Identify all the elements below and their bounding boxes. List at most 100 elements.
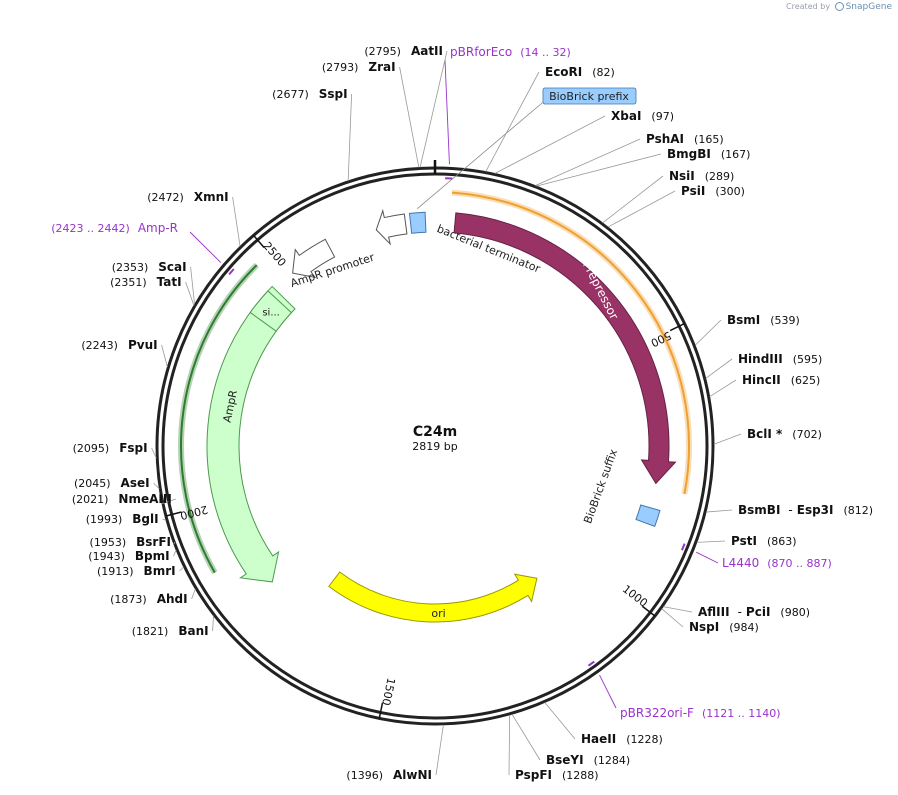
site-leader-ahdi xyxy=(191,588,196,600)
site-haeii[interactable]: HaeII(1228) xyxy=(544,702,663,746)
tick-1000 xyxy=(641,605,656,617)
site-ahdi[interactable]: (1873)AhdI xyxy=(110,588,196,606)
feature-ori[interactable] xyxy=(328,571,538,623)
site-tati[interactable]: (2351)TatI xyxy=(110,275,195,306)
site-label-pshai: PshAI(165) xyxy=(646,132,724,146)
site-label-tati: (2351)TatI xyxy=(110,275,182,289)
site-label-sspi: (2677)SspI xyxy=(272,87,347,101)
credit-prefix: Created by xyxy=(786,2,831,11)
site-pshai[interactable]: PshAI(165) xyxy=(535,132,724,187)
site-pvui[interactable]: (2243)PvuI xyxy=(81,338,168,368)
site-bcli[interactable]: BclI *(702) xyxy=(713,427,822,445)
site-hincii[interactable]: HincII(625) xyxy=(709,373,821,398)
site-pspfi[interactable]: PspFI(1288) xyxy=(508,714,599,782)
site-label-ahdi: (1873)AhdI xyxy=(110,592,187,606)
site-bmgbi[interactable]: BmgBI(167) xyxy=(536,147,750,187)
site-afliii[interactable]: AflIII-PciI(980) xyxy=(663,605,810,619)
site-bani[interactable]: (1821)BanI xyxy=(132,615,214,638)
site-leader-bseyi xyxy=(511,713,541,761)
site-label-asei: (2045)AseI xyxy=(74,476,150,490)
primer-leader-amp-r xyxy=(189,231,222,263)
site-bpmi[interactable]: (1943)BpmI xyxy=(88,549,177,563)
site-bgli[interactable]: (1993)BglI xyxy=(86,512,167,526)
site-label-xbai: XbaI(97) xyxy=(611,109,674,123)
site-label-bsrfi: (1953)BsrFI xyxy=(90,535,171,549)
site-leader-bcli xyxy=(713,433,742,445)
feature-ampr-promoter[interactable] xyxy=(292,238,336,279)
site-leader-bmri xyxy=(179,566,184,572)
site-bsmi[interactable]: BsmI(539) xyxy=(694,313,800,346)
site-leader-bpmi xyxy=(173,549,177,557)
site-leader-bmgbi xyxy=(536,153,662,187)
site-sspi[interactable]: (2677)SspI xyxy=(272,87,352,181)
primer-leader-pbrforeco xyxy=(444,59,450,165)
site-label-pspfi: PspFI(1288) xyxy=(515,768,599,782)
site-label-bpmi: (1943)BpmI xyxy=(88,549,169,563)
site-leader-scai xyxy=(190,266,195,305)
primer-pbrforeco[interactable]: pBRforEco(14 .. 32) xyxy=(444,45,571,180)
site-ecori[interactable]: EcoRI(82) xyxy=(485,65,615,172)
site-bmri[interactable]: (1913)BmrI xyxy=(97,564,184,578)
site-label-psti: PstI(863) xyxy=(731,534,797,548)
site-leader-bsmbi xyxy=(706,509,733,513)
site-psii[interactable]: PsiI(300) xyxy=(607,184,745,228)
feature-label-biobrick-suffix: BioBrick suffix xyxy=(581,447,620,525)
feature-label-biobrick-prefix: BioBrick prefix xyxy=(549,90,629,103)
feature-biobrick-suffix[interactable] xyxy=(635,504,661,527)
outer-feature-arcs xyxy=(178,189,692,575)
site-leader-bsrfi xyxy=(173,541,176,545)
site-nmeaiii[interactable]: (2021)NmeAIII xyxy=(72,492,176,506)
site-label-bsmi: BsmI(539) xyxy=(727,313,800,327)
site-leader-nspi xyxy=(661,608,684,628)
feature-ampr[interactable] xyxy=(206,285,296,583)
feature-bacterial-terminator[interactable] xyxy=(375,208,408,246)
site-nspi[interactable]: NspI(984) xyxy=(661,608,759,634)
site-bsmbi[interactable]: BsmBI-Esp3I(812) xyxy=(706,503,873,517)
feature-label-ori: ori xyxy=(431,607,445,620)
site-leader-asei xyxy=(153,482,160,490)
site-hindiii[interactable]: HindIII(595) xyxy=(705,352,823,379)
site-bseyi[interactable]: BseYI(1284) xyxy=(511,713,630,767)
site-leader-fspi xyxy=(151,447,157,459)
site-fspi[interactable]: (2095)FspI xyxy=(73,441,157,459)
site-label-hincii: HincII(625) xyxy=(742,373,820,387)
site-label-fspi: (2095)FspI xyxy=(73,441,148,455)
site-leader-pshai xyxy=(535,138,641,187)
tick-2000 xyxy=(165,511,182,517)
tick-label-2500: 2500 xyxy=(260,239,288,269)
site-alwni[interactable]: (1396)AlwNI xyxy=(346,724,444,782)
primer-label-pbr322ori-f: pBR322ori-F(1121 .. 1140) xyxy=(620,706,781,720)
site-leader-ecori xyxy=(485,71,540,172)
site-asei[interactable]: (2045)AseI xyxy=(74,476,160,490)
site-xmni[interactable]: (2472)XmnI xyxy=(147,190,241,247)
site-bsrfi[interactable]: (1953)BsrFI xyxy=(90,535,176,549)
site-scai[interactable]: (2353)ScaI xyxy=(112,260,195,305)
site-leader-tati xyxy=(185,281,195,306)
tick-1500 xyxy=(378,702,384,719)
feature-biobrick-prefix[interactable] xyxy=(408,211,427,234)
primer-amp-r[interactable]: (2423 .. 2442)Amp-R xyxy=(51,221,235,276)
site-leader-zrai xyxy=(399,66,420,168)
site-aatii[interactable]: (2795)AatII xyxy=(364,44,448,168)
feature-lambda-repressor[interactable] xyxy=(453,212,677,485)
site-nsii[interactable]: NsiI(289) xyxy=(602,169,735,224)
feature-si[interactable] xyxy=(249,290,293,332)
site-label-ecori: EcoRI(82) xyxy=(545,65,615,79)
biobrick-prefix-leader xyxy=(417,97,549,209)
primer-l4440[interactable]: L4440(870 .. 887) xyxy=(680,543,832,570)
primer-label-l4440: L4440(870 .. 887) xyxy=(722,556,832,570)
site-label-nmeaiii: (2021)NmeAIII xyxy=(72,492,172,506)
site-leader-alwni xyxy=(435,724,444,776)
site-leader-psti xyxy=(696,540,726,543)
site-leader-nsii xyxy=(602,175,664,224)
primer-pbr322ori-f[interactable]: pBR322ori-F(1121 .. 1140) xyxy=(587,660,781,720)
plasmid-name: C24m xyxy=(413,424,457,440)
site-psti[interactable]: PstI(863) xyxy=(696,534,797,548)
site-label-xmni: (2472)XmnI xyxy=(147,190,228,204)
site-label-bgli: (1993)BglI xyxy=(86,512,159,526)
site-label-nspi: NspI(984) xyxy=(689,620,759,634)
site-xbai[interactable]: XbaI(97) xyxy=(494,109,674,174)
tick-label-2000: 2000 xyxy=(179,503,209,523)
site-zrai[interactable]: (2793)ZraI xyxy=(322,60,420,168)
